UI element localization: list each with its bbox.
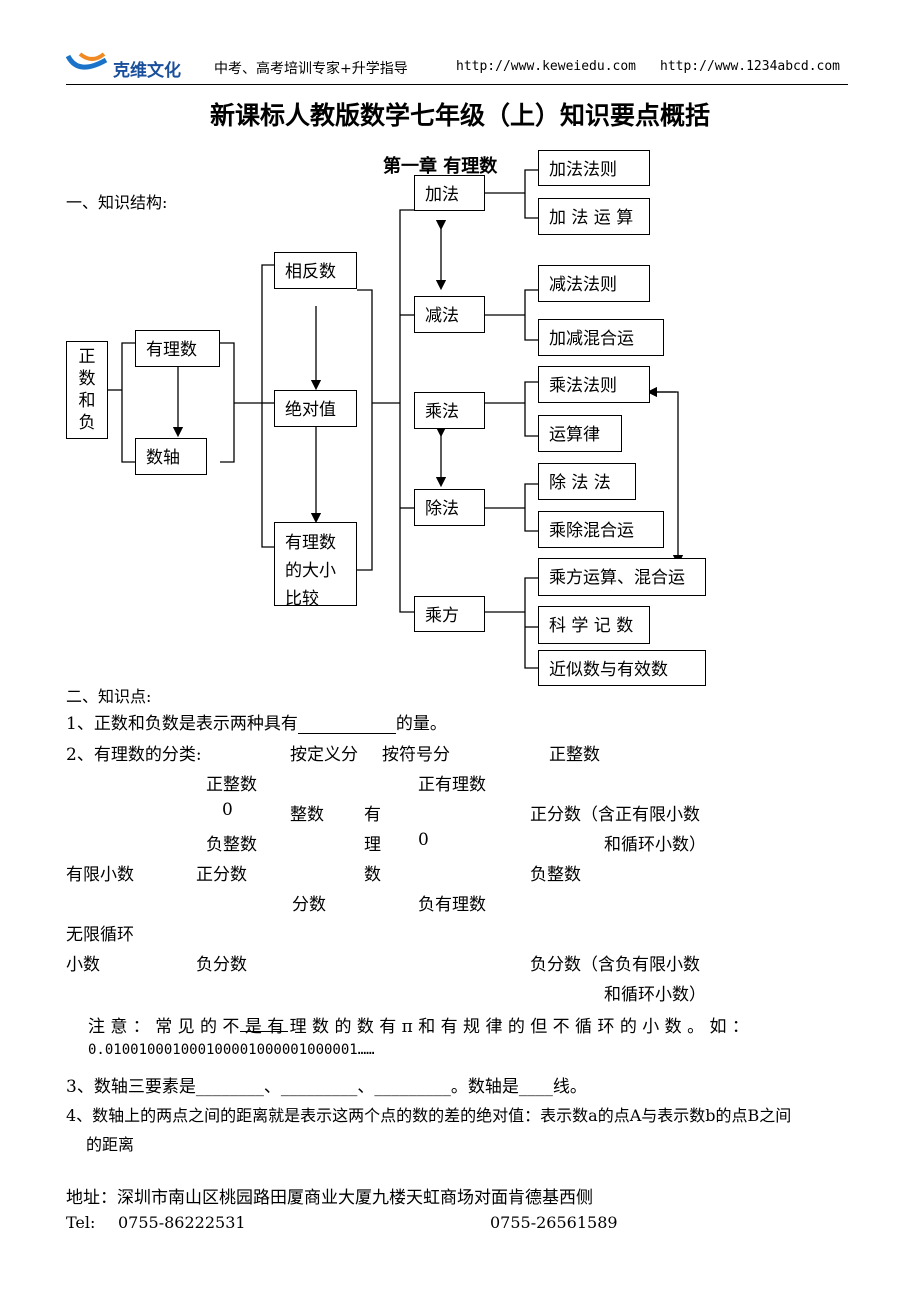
footer-address: 地址：深圳市南山区桃园路田厦商业大厦九楼天虹商场对面肯德基西侧 — [66, 1188, 593, 1208]
header-slogan: 中考、高考培训专家+升学指导 — [214, 61, 408, 77]
cls-rational-1: 有 — [364, 805, 381, 825]
node-compare-line-3: 比较 — [285, 589, 319, 606]
footer-tel-2: 0755-26561589 — [490, 1213, 618, 1232]
cls-finite-decimal: 有限小数 — [66, 865, 134, 885]
node-add-sub-mixed: 加减混合运 — [538, 319, 664, 356]
knowledge-structure-lines — [108, 169, 684, 669]
node-number-axis: 数轴 — [135, 438, 207, 475]
node-multiplication-rule: 乘法法则 — [538, 366, 650, 403]
note-line-2: 0.010010001000100001000001000001…… — [88, 1042, 375, 1058]
header-url-2[interactable]: http://www.1234abcd.com — [660, 59, 841, 74]
node-division: 除法 — [414, 489, 485, 526]
node-mul-div-mixed: 乘除混合运 — [538, 511, 664, 548]
cls-rational-3: 数 — [364, 865, 381, 885]
point-1-text: 1、正数和负数是表示两种具有 — [66, 714, 298, 734]
cls-r-positive-fraction-2: 和循环小数） — [604, 835, 706, 855]
node-subtraction-rule: 减法法则 — [538, 265, 650, 302]
node-subtraction: 减法 — [414, 296, 485, 333]
cls-integer: 整数 — [290, 805, 324, 825]
point-4-line-1: 4、数轴上的两点之间的距离就是表示这两个点的数的差的绝对值：表示数a的点A与表示… — [66, 1106, 792, 1125]
page-title: 新课标人教版数学七年级（上）知识要点概括 — [209, 101, 710, 130]
cls-infinite-repeating: 无限循环 — [66, 925, 134, 945]
footer-tel-label: Tel: — [66, 1213, 96, 1232]
brand-name: 克维文化 — [113, 61, 181, 81]
cls-r-positive-integer: 正整数 — [549, 745, 600, 765]
node-text-4: 负 — [78, 413, 96, 433]
cls-positive-fraction: 正分数 — [196, 865, 247, 885]
cls-decimal: 小数 — [66, 955, 100, 975]
cls-fraction: 分数 — [292, 895, 326, 915]
node-addition-rule: 加法法则 — [538, 150, 650, 186]
logo-icon — [66, 52, 108, 70]
node-absolute-value: 绝对值 — [274, 390, 357, 427]
node-text-2: 数 — [78, 369, 96, 389]
note-underline — [240, 1031, 288, 1032]
point-2: 2、有理数的分类: — [66, 745, 202, 765]
label-by-definition: 按定义分 — [290, 745, 358, 765]
cls-negative-fraction: 负分数 — [196, 955, 247, 975]
node-addition: 加法 — [414, 175, 485, 211]
node-compare-line-1: 有理数 — [285, 533, 336, 553]
node-rational-number: 有理数 — [135, 330, 220, 367]
cls-positive-integer: 正整数 — [206, 775, 257, 795]
note-line-1: 注 意 ： 常 见 的 不 是 有 理 数 的 数 有 π 和 有 规 律 的 … — [88, 1017, 749, 1037]
node-compare-line-2: 的大小 — [285, 561, 336, 581]
chapter-title: 第一章 有理数 — [383, 156, 498, 177]
node-operation-laws: 运算律 — [538, 415, 622, 452]
cls-negative-integer: 负整数 — [206, 835, 257, 855]
section-1-heading: 一、知识结构: — [66, 193, 168, 212]
node-text-1: 正 — [78, 347, 96, 367]
node-multiplication: 乘法 — [414, 392, 485, 429]
footer-tel-1: 0755-86222531 — [118, 1213, 246, 1232]
label-by-sign: 按符号分 — [382, 745, 450, 765]
cls-r-zero: 0 — [418, 830, 429, 850]
point-3: 3、数轴三要素是________、_________、_________。数轴是… — [66, 1077, 587, 1097]
cls-r-negative-rational: 负有理数 — [418, 895, 486, 915]
node-text-3: 和 — [78, 391, 96, 411]
node-scientific-notation: 科 学 记 数 — [538, 606, 650, 644]
node-power-mixed: 乘方运算、混合运 — [538, 558, 706, 596]
cls-r-negative-fraction-2: 和循环小数） — [604, 985, 706, 1005]
node-approximate-number: 近似数与有效数 — [538, 650, 706, 686]
point-1-end: 的量。 — [395, 714, 447, 734]
cls-r-positive-rational: 正有理数 — [418, 775, 486, 795]
node-power: 乘方 — [414, 596, 485, 632]
cls-r-positive-fraction: 正分数（含正有限小数 — [530, 805, 700, 825]
cls-r-negative-fraction: 负分数（含负有限小数 — [530, 955, 700, 975]
point-4-line-2: 的距离 — [86, 1135, 135, 1154]
cls-zero: 0 — [222, 800, 233, 820]
node-positive-negative: 正 数 和 负 — [66, 341, 108, 439]
node-addition-operation: 加 法 运 算 — [538, 198, 650, 235]
cls-rational-2: 理 — [364, 835, 381, 855]
header-url-1[interactable]: http://www.keweiedu.com — [456, 59, 637, 74]
section-2-heading: 二、知识点: — [66, 687, 152, 706]
blank-1 — [297, 716, 396, 734]
node-division-rule: 除 法 法 — [538, 463, 636, 500]
node-opposite-number: 相反数 — [274, 252, 357, 289]
point-1: 1、正数和负数是表示两种具有 的量。 — [66, 709, 447, 734]
node-compare: 有理数 的大小 比较 — [274, 522, 357, 606]
cls-r-negative-integer: 负整数 — [530, 865, 581, 885]
header-divider — [66, 84, 848, 85]
